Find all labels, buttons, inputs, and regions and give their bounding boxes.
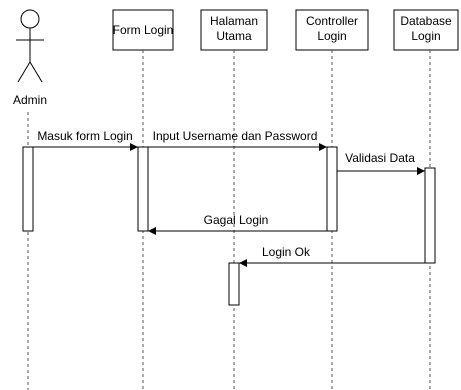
activation-controller-login <box>326 146 338 232</box>
message-4: Gagal Login <box>148 213 327 235</box>
participant-halaman-utama: Halaman Utama <box>200 9 268 51</box>
participant-box <box>295 9 369 51</box>
message-label: Validasi Data <box>345 151 415 165</box>
participant-database-login: Database Login <box>393 9 459 51</box>
actor-label: Admin <box>13 93 47 107</box>
message-2: Input Username dan Password <box>148 129 327 151</box>
activations <box>22 146 436 306</box>
participant-form-login: Form Login <box>112 9 174 51</box>
actor-head-icon <box>20 9 40 29</box>
activation-halaman-utama <box>228 262 240 306</box>
participant-label-line2: Utama <box>216 29 252 43</box>
participant-label-line2: Login <box>317 29 346 43</box>
message-5: Login Ok <box>239 245 425 267</box>
participant-controller-login: Controller Login <box>295 9 369 51</box>
participant-label-line1: Halaman <box>210 14 258 28</box>
participant-label: Form Login <box>113 23 174 37</box>
participant-label-line2: Login <box>411 29 440 43</box>
actor-admin: Admin <box>13 9 47 107</box>
message-1: Masuk form Login <box>33 129 138 151</box>
activation-admin <box>22 146 34 232</box>
message-label: Input Username dan Password <box>153 129 318 143</box>
activation-form-login <box>137 146 149 232</box>
actor-leg-right <box>29 61 43 83</box>
participant-box <box>393 9 459 51</box>
message-3: Validasi Data <box>337 151 425 175</box>
participant-box <box>112 9 174 51</box>
message-label: Login Ok <box>262 245 311 259</box>
participant-label-line1: Database <box>400 14 452 28</box>
activation-database-login <box>424 167 436 264</box>
participant-label-line1: Controller <box>306 14 358 28</box>
message-label: Gagal Login <box>204 213 269 227</box>
actor-leg-left <box>17 61 31 83</box>
participant-box <box>200 9 268 51</box>
message-label: Masuk form Login <box>37 129 132 143</box>
